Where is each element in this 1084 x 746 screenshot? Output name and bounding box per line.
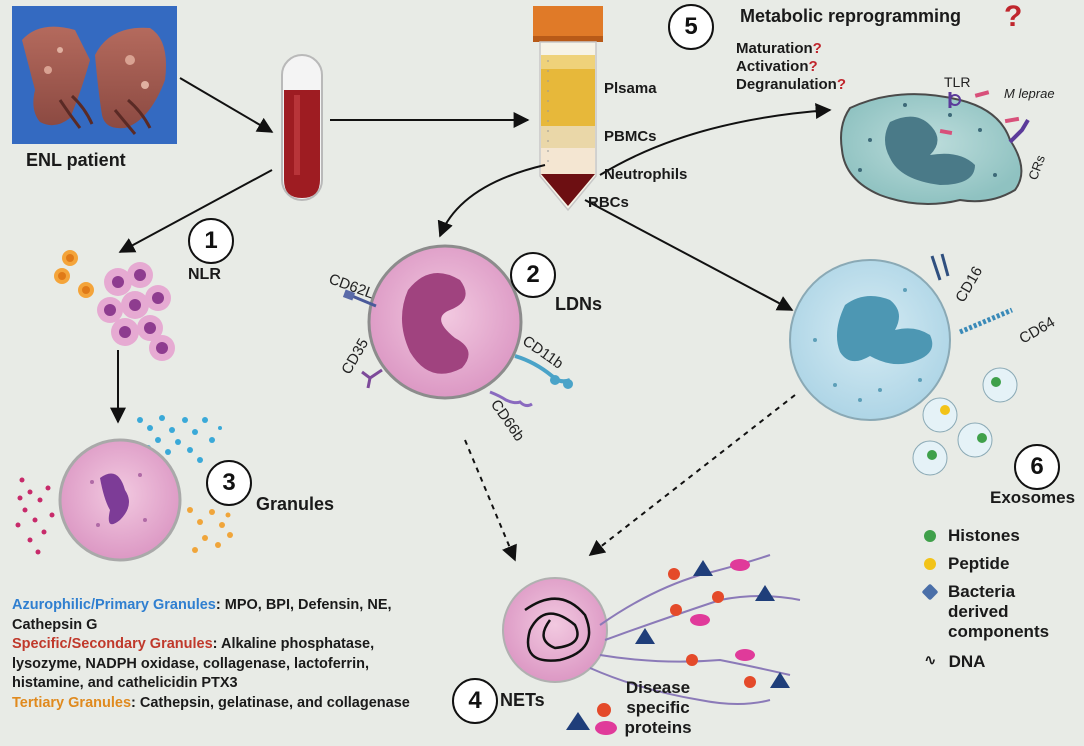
arrow-blood-to-nlr bbox=[118, 169, 273, 253]
arrow-ldn-to-nets bbox=[464, 439, 517, 562]
step-1-badge: 1 bbox=[188, 218, 234, 264]
histone-icon bbox=[924, 530, 936, 542]
nets-legend-icons bbox=[566, 703, 617, 735]
arrow-tube-to-ldn bbox=[437, 164, 546, 238]
arrow-tube-to-exosome bbox=[584, 199, 794, 311]
step-1-label: NLR bbox=[188, 266, 221, 283]
granule-azurophilic: Azurophilic/Primary Granules: MPO, BPI, … bbox=[12, 597, 392, 633]
nets-structure bbox=[502, 554, 801, 705]
step-4-label: NETs bbox=[500, 690, 545, 710]
step-3-badge: 3 bbox=[206, 460, 252, 506]
tube-layer-plasma: Plsama bbox=[604, 80, 657, 97]
step-5-badge: 5 bbox=[668, 4, 714, 50]
peptide-icon bbox=[924, 558, 936, 570]
tube-layer-neutrophils: Neutrophils bbox=[604, 166, 688, 183]
legend-dna: ∿ DNA bbox=[924, 652, 986, 671]
step-6-badge: 6 bbox=[1014, 444, 1060, 490]
legend-bacteria: Bacteria derived components bbox=[921, 582, 1078, 642]
arrow-patient-to-blood bbox=[179, 77, 274, 133]
nets-legend-label: Disease specific proteins bbox=[624, 678, 692, 737]
patient-photo bbox=[12, 6, 177, 144]
step-6-label: Exosomes bbox=[990, 488, 1076, 507]
question-degranulation: Degranulation? bbox=[736, 76, 847, 93]
tube-layer-pbmcs: PBMCs bbox=[604, 128, 657, 145]
step-2-badge: 2 bbox=[510, 252, 556, 298]
step-4-badge: 4 bbox=[452, 678, 498, 724]
granules-description: Azurophilic/Primary Granules: MPO, BPI, … bbox=[12, 596, 442, 713]
tlr-label: TLR bbox=[944, 74, 971, 90]
step-2-label: LDNs bbox=[555, 294, 603, 314]
centrifuge-tube bbox=[533, 6, 603, 212]
step-3-label: Granules bbox=[256, 494, 335, 514]
blood-tube bbox=[281, 54, 323, 201]
degranulating-neutrophil bbox=[15, 415, 233, 562]
granule-specific: Specific/Secondary Granules: Alkaline ph… bbox=[12, 636, 375, 691]
step-5-label: Metabolic reprogramming bbox=[740, 6, 962, 26]
granule-tertiary: Tertiary Granules: Cathepsin, gelatinase… bbox=[12, 694, 410, 711]
legend-histones: Histones bbox=[924, 526, 1020, 546]
pathogen-label: M leprae bbox=[1004, 86, 1055, 101]
exosome-cell bbox=[789, 253, 1018, 476]
nlr-cell-cluster bbox=[54, 250, 175, 361]
bacteria-icon bbox=[921, 583, 939, 601]
arrow-tube-to-macrophage bbox=[599, 103, 832, 176]
legend-peptide: Peptide bbox=[924, 554, 1009, 574]
macrophage-cell bbox=[840, 90, 1030, 205]
dna-icon: ∿ bbox=[924, 652, 937, 669]
question-activation: Activation? bbox=[736, 58, 818, 75]
tube-layer-rbcs: RBCs bbox=[588, 194, 629, 211]
question-maturation: Maturation? bbox=[736, 40, 822, 57]
patient-label: ENL patient bbox=[26, 150, 126, 170]
ldn-cell bbox=[342, 244, 573, 408]
question-mark-large: ? bbox=[1004, 0, 1023, 33]
arrow-exosome-to-nets bbox=[588, 394, 796, 556]
